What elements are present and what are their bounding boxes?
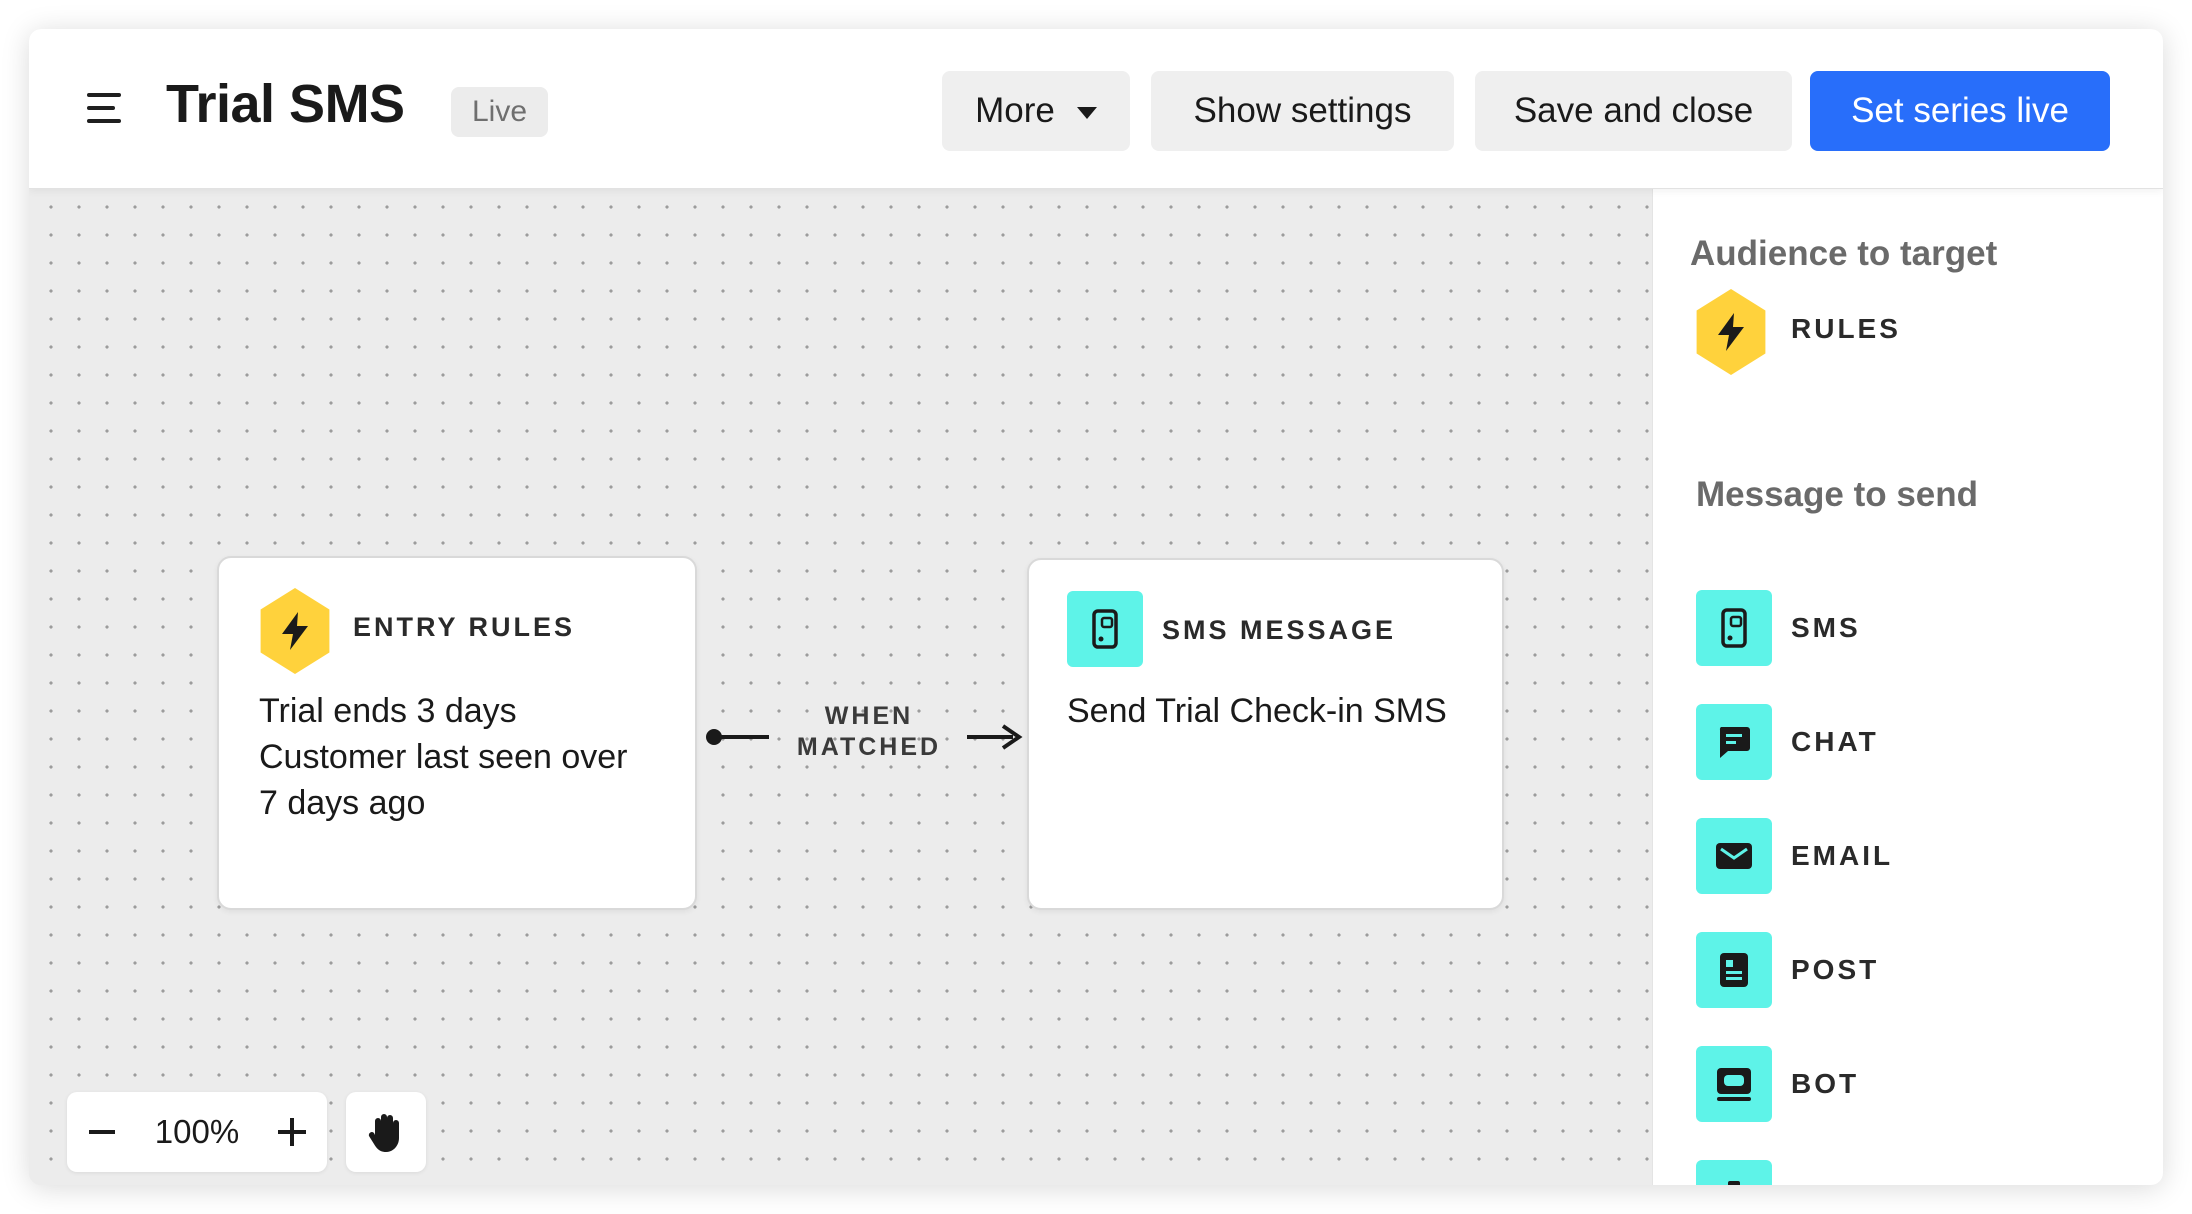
connector-label: WHEN MATCHED [789, 701, 949, 763]
product-tour-icon [1696, 1160, 1772, 1185]
entry-rule-line: Customer last seen over [259, 738, 628, 776]
panel-item-rules[interactable]: RULES [1691, 289, 2131, 375]
panel-item-label: SMS [1791, 612, 1861, 643]
panel-item-label: POST [1791, 954, 1880, 985]
set-series-live-button[interactable]: Set series live [1810, 71, 2110, 151]
panel-item-product-tour[interactable]: PRODUCT TOUR [1691, 1158, 2131, 1185]
lightning-bolt-icon [260, 588, 330, 674]
sms-message-text: Send Trial Check-in SMS [1067, 692, 1447, 730]
lightning-bolt-icon [1696, 289, 1766, 375]
chat-bubble-icon [1696, 704, 1772, 780]
app-window: Trial SMS Live More Show settings Save a… [29, 29, 2163, 1185]
zoom-out-button[interactable] [67, 1092, 137, 1172]
pan-hand-button[interactable] [346, 1092, 426, 1172]
zoom-control: 100% [67, 1092, 327, 1172]
top-bar: Trial SMS Live More Show settings Save a… [29, 29, 2163, 189]
zoom-level: 100% [154, 1113, 240, 1150]
zoom-in-button[interactable] [257, 1092, 327, 1172]
sms-message-title: SMS MESSAGE [1162, 615, 1397, 645]
bot-icon [1696, 1046, 1772, 1122]
connector-line [713, 735, 769, 739]
entry-rules-conditions: Trial ends 3 days Customer last seen ove… [259, 688, 628, 826]
save-and-close-button[interactable]: Save and close [1475, 71, 1792, 151]
entry-rules-title: ENTRY RULES [353, 612, 576, 642]
panel-item-label: RULES [1791, 313, 1901, 344]
post-document-icon [1696, 932, 1772, 1008]
hand-icon [368, 1114, 399, 1152]
panel-item-email[interactable]: EMAIL [1691, 816, 2131, 896]
caret-down-icon [1076, 107, 1097, 119]
panel-item-post[interactable]: POST [1691, 930, 2131, 1010]
minus-icon [89, 1130, 115, 1134]
panel-item-chat[interactable]: CHAT [1691, 702, 2131, 782]
envelope-icon [1696, 818, 1772, 894]
panel-item-sms[interactable]: SMS [1691, 588, 2131, 668]
entry-rule-line: Trial ends 3 days [259, 692, 517, 730]
plus-icon [278, 1118, 306, 1146]
side-panel: Audience to target RULES Message to send… [1652, 189, 2163, 1185]
message-heading: Message to send [1696, 475, 1979, 514]
more-button[interactable]: More [942, 71, 1130, 151]
entry-rule-line: 7 days ago [259, 784, 426, 822]
connector-label-line: WHEN [824, 702, 914, 730]
arrow-right-icon [965, 721, 1025, 753]
panel-item-label: CHAT [1791, 726, 1879, 757]
panel-item-label: BOT [1791, 1068, 1860, 1099]
panel-item-bot[interactable]: BOT [1691, 1044, 2131, 1124]
connector-label-line: MATCHED [796, 733, 942, 761]
panel-item-label: EMAIL [1791, 840, 1894, 871]
entry-rules-node[interactable]: ENTRY RULES Trial ends 3 days Customer l… [217, 556, 697, 910]
audience-heading: Audience to target [1690, 234, 1998, 273]
mobile-phone-icon [1696, 590, 1772, 666]
panel-item-label: PRODUCT TOUR [1791, 1158, 2052, 1185]
status-badge: Live [451, 87, 549, 137]
show-settings-button[interactable]: Show settings [1151, 71, 1454, 151]
hamburger-menu-icon[interactable] [87, 93, 123, 123]
page-title: Trial SMS [166, 74, 405, 134]
more-button-label: More [975, 91, 1055, 130]
series-canvas[interactable]: ENTRY RULES Trial ends 3 days Customer l… [29, 189, 1652, 1185]
sms-message-node[interactable]: SMS MESSAGE Send Trial Check-in SMS [1027, 558, 1504, 910]
mobile-phone-icon [1067, 591, 1143, 667]
